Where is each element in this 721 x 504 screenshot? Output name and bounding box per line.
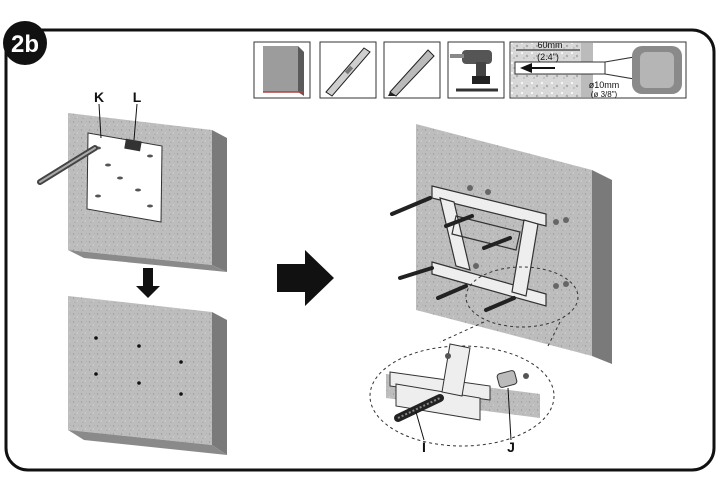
- tools-strip: 60mm (2.4") ø10mm (ø 3/8"): [253, 40, 687, 99]
- wall-with-marks: [68, 296, 227, 455]
- label-washer: J: [507, 439, 515, 455]
- drill-diameter-in: (ø 3/8"): [591, 90, 618, 99]
- down-arrow-icon: [136, 268, 160, 298]
- label-level: L: [133, 89, 142, 105]
- label-template: K: [94, 89, 104, 105]
- drill-depth-icon: 60mm (2.4") ø10mm (ø 3/8"): [509, 40, 687, 99]
- drill-icon: [447, 41, 505, 99]
- detail-bolt: [394, 394, 444, 422]
- drill-diameter-mm: ø10mm: [589, 80, 620, 90]
- detail-washer: [496, 370, 518, 388]
- wall-anchors: [467, 185, 569, 289]
- right-arrow-icon: [277, 250, 334, 306]
- frame-border: [4, 28, 716, 472]
- bubble-level: [124, 138, 142, 152]
- wall-with-bracket: [390, 124, 612, 364]
- drill-marks: [94, 336, 183, 396]
- drill-depth-in: (2.4"): [537, 52, 559, 62]
- detail-callout-ring: [465, 266, 579, 328]
- level-icon: [319, 41, 377, 99]
- wall-bolts: [390, 196, 516, 312]
- wall-with-template: K L: [37, 89, 227, 272]
- mounting-template: [86, 132, 163, 223]
- pencil-icon: [383, 41, 441, 99]
- wall-icon: [253, 41, 311, 99]
- wall-bracket: [431, 185, 547, 307]
- drill-depth-mm: 60mm: [537, 40, 562, 50]
- step-number: 2b: [11, 31, 39, 58]
- step-badge: 2b: [3, 21, 47, 65]
- label-bolt: I: [422, 439, 426, 455]
- detail-zoom: I J: [369, 321, 561, 455]
